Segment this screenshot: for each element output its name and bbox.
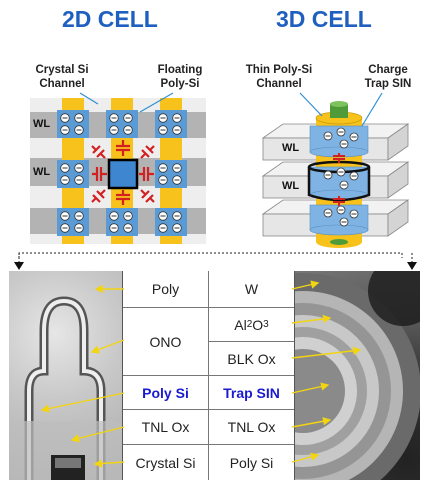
pointer-arrows: [0, 0, 428, 486]
